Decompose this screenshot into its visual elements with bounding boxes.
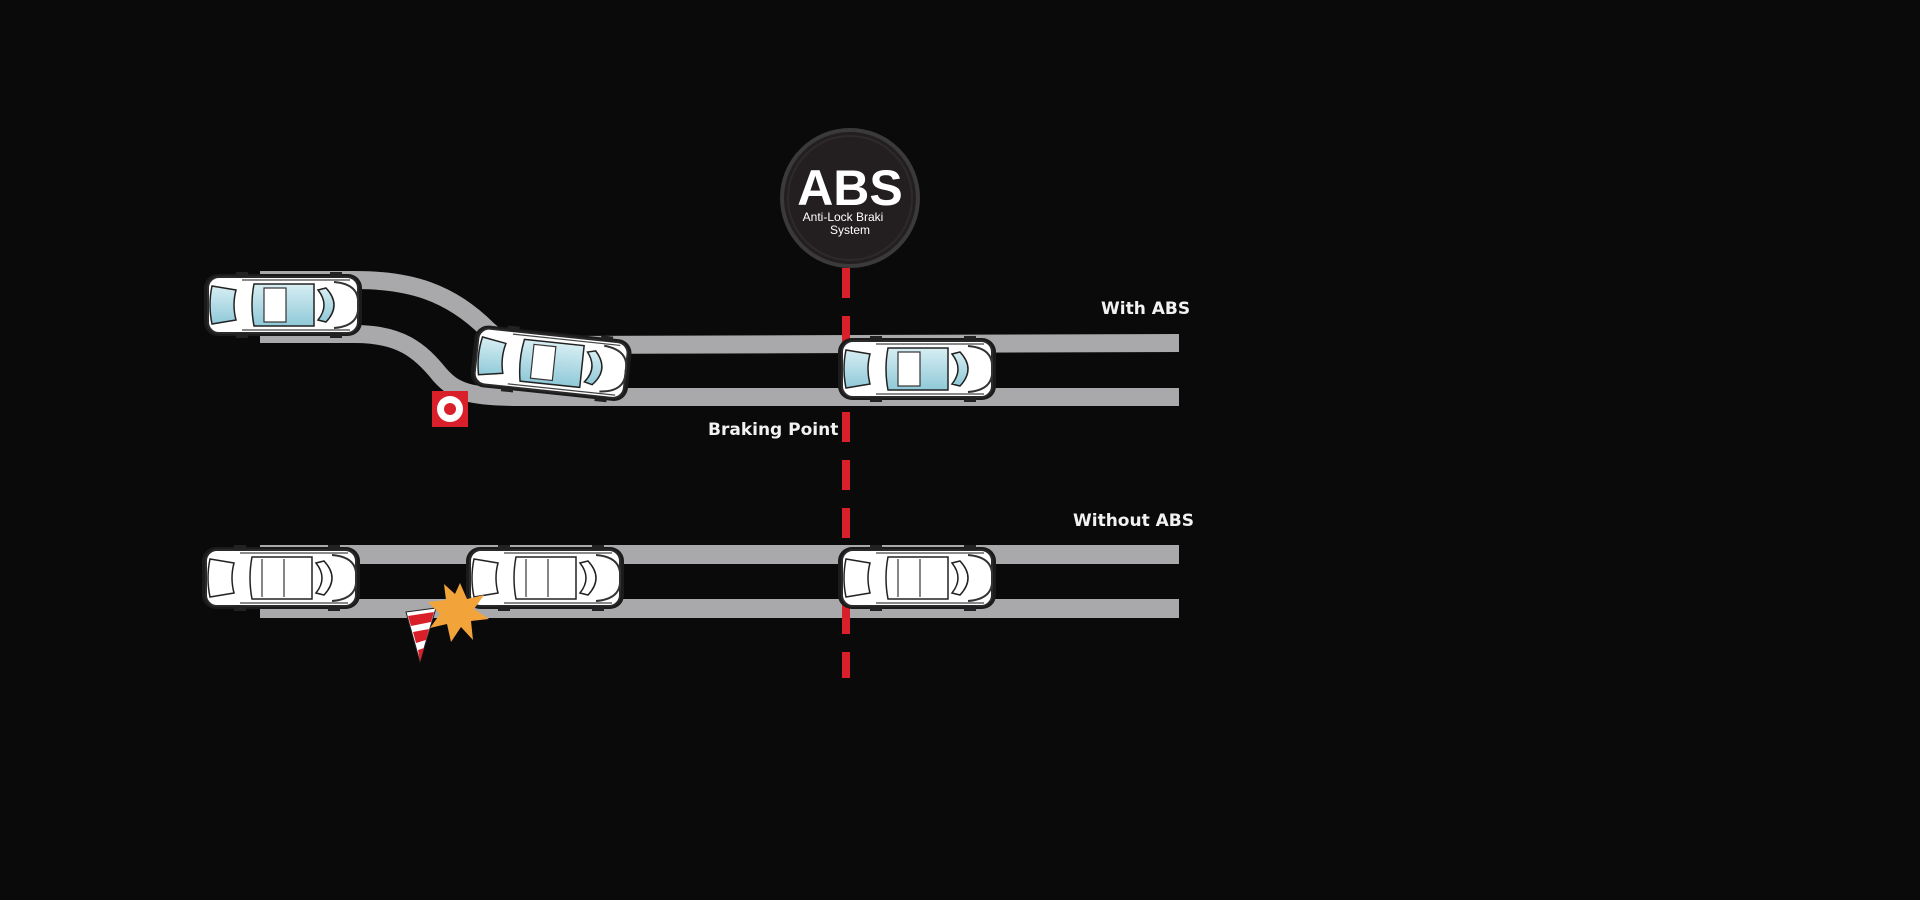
car-without-abs-braking: [837, 544, 997, 612]
impact-burst-icon: [428, 583, 489, 642]
abs-badge-title: ABS: [797, 160, 903, 216]
car-with-abs-braking: [837, 335, 997, 403]
abs-badge-line1: Anti-Lock Braki: [803, 210, 884, 224]
target-sign-icon: [432, 391, 468, 427]
with-abs-tracks: [260, 271, 1180, 406]
car-with-abs-start: [203, 271, 363, 339]
without-abs-label: Without ABS: [1073, 511, 1194, 531]
car-without-abs-start: [201, 544, 361, 612]
braking-point-label: Braking Point: [708, 420, 839, 440]
car-without-abs-collision: [465, 544, 625, 612]
without-abs-tracks: [260, 545, 1179, 618]
traffic-cone-icon: [405, 607, 437, 664]
abs-badge-line2: System: [830, 223, 870, 237]
abs-badge-icon: ABS Anti-Lock Braki System: [780, 128, 920, 268]
with-abs-label: With ABS: [1101, 299, 1191, 319]
